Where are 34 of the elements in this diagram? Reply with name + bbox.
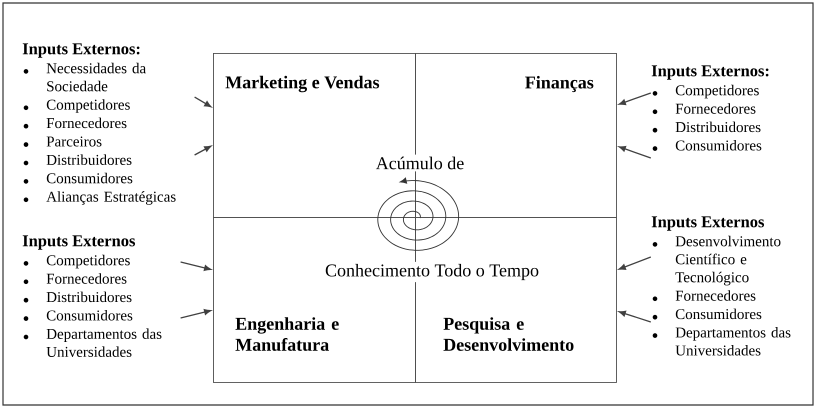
list-item: Distribuidores [46,154,132,165]
list-item: Distribuidores [46,292,132,302]
arrow [618,310,652,323]
list-item: Fornecedores [46,118,126,128]
list-item: Departamentos das Universidades [676,327,790,356]
list-item: Fornecedores [676,290,756,301]
list-heading: Inputs Externos [22,235,136,250]
arrow [618,92,652,106]
list-item: Competidores [46,254,130,268]
arrow [180,309,212,319]
list-item: Fornecedores [46,273,126,284]
list-heading: Inputs Externos: [652,65,768,80]
list-item: Consumidores [676,140,762,151]
list-item: Competidores [676,84,759,98]
list-item: Alianças Estratégicas [46,191,176,205]
spiral-caption: Conhecimento Todo o Tempo [323,262,541,282]
list-item: Consumidores [46,310,132,321]
list-heading: Inputs Externos: [22,43,140,58]
arrow [618,256,652,270]
arrow [194,146,212,156]
list-item: Parceiros [46,136,102,147]
list-item: Desenvolvimento Científico e Tecnológico [675,236,780,286]
list-item: Fornecedores [676,103,756,114]
arrow [194,96,212,108]
arrow [618,146,652,159]
list-item: Necessidades da Sociedade [46,62,146,92]
list-item: Distribuidores [676,122,760,132]
list-item: Consumidores [46,172,132,184]
spiral-caption: Acúmulo de [374,154,466,172]
arrow [180,261,212,271]
list-heading: Inputs Externos [652,216,764,231]
list-item: Competidores [46,99,130,113]
list-item: Consumidores [676,308,762,320]
list-item: Departamentos das Universidades [46,328,162,357]
